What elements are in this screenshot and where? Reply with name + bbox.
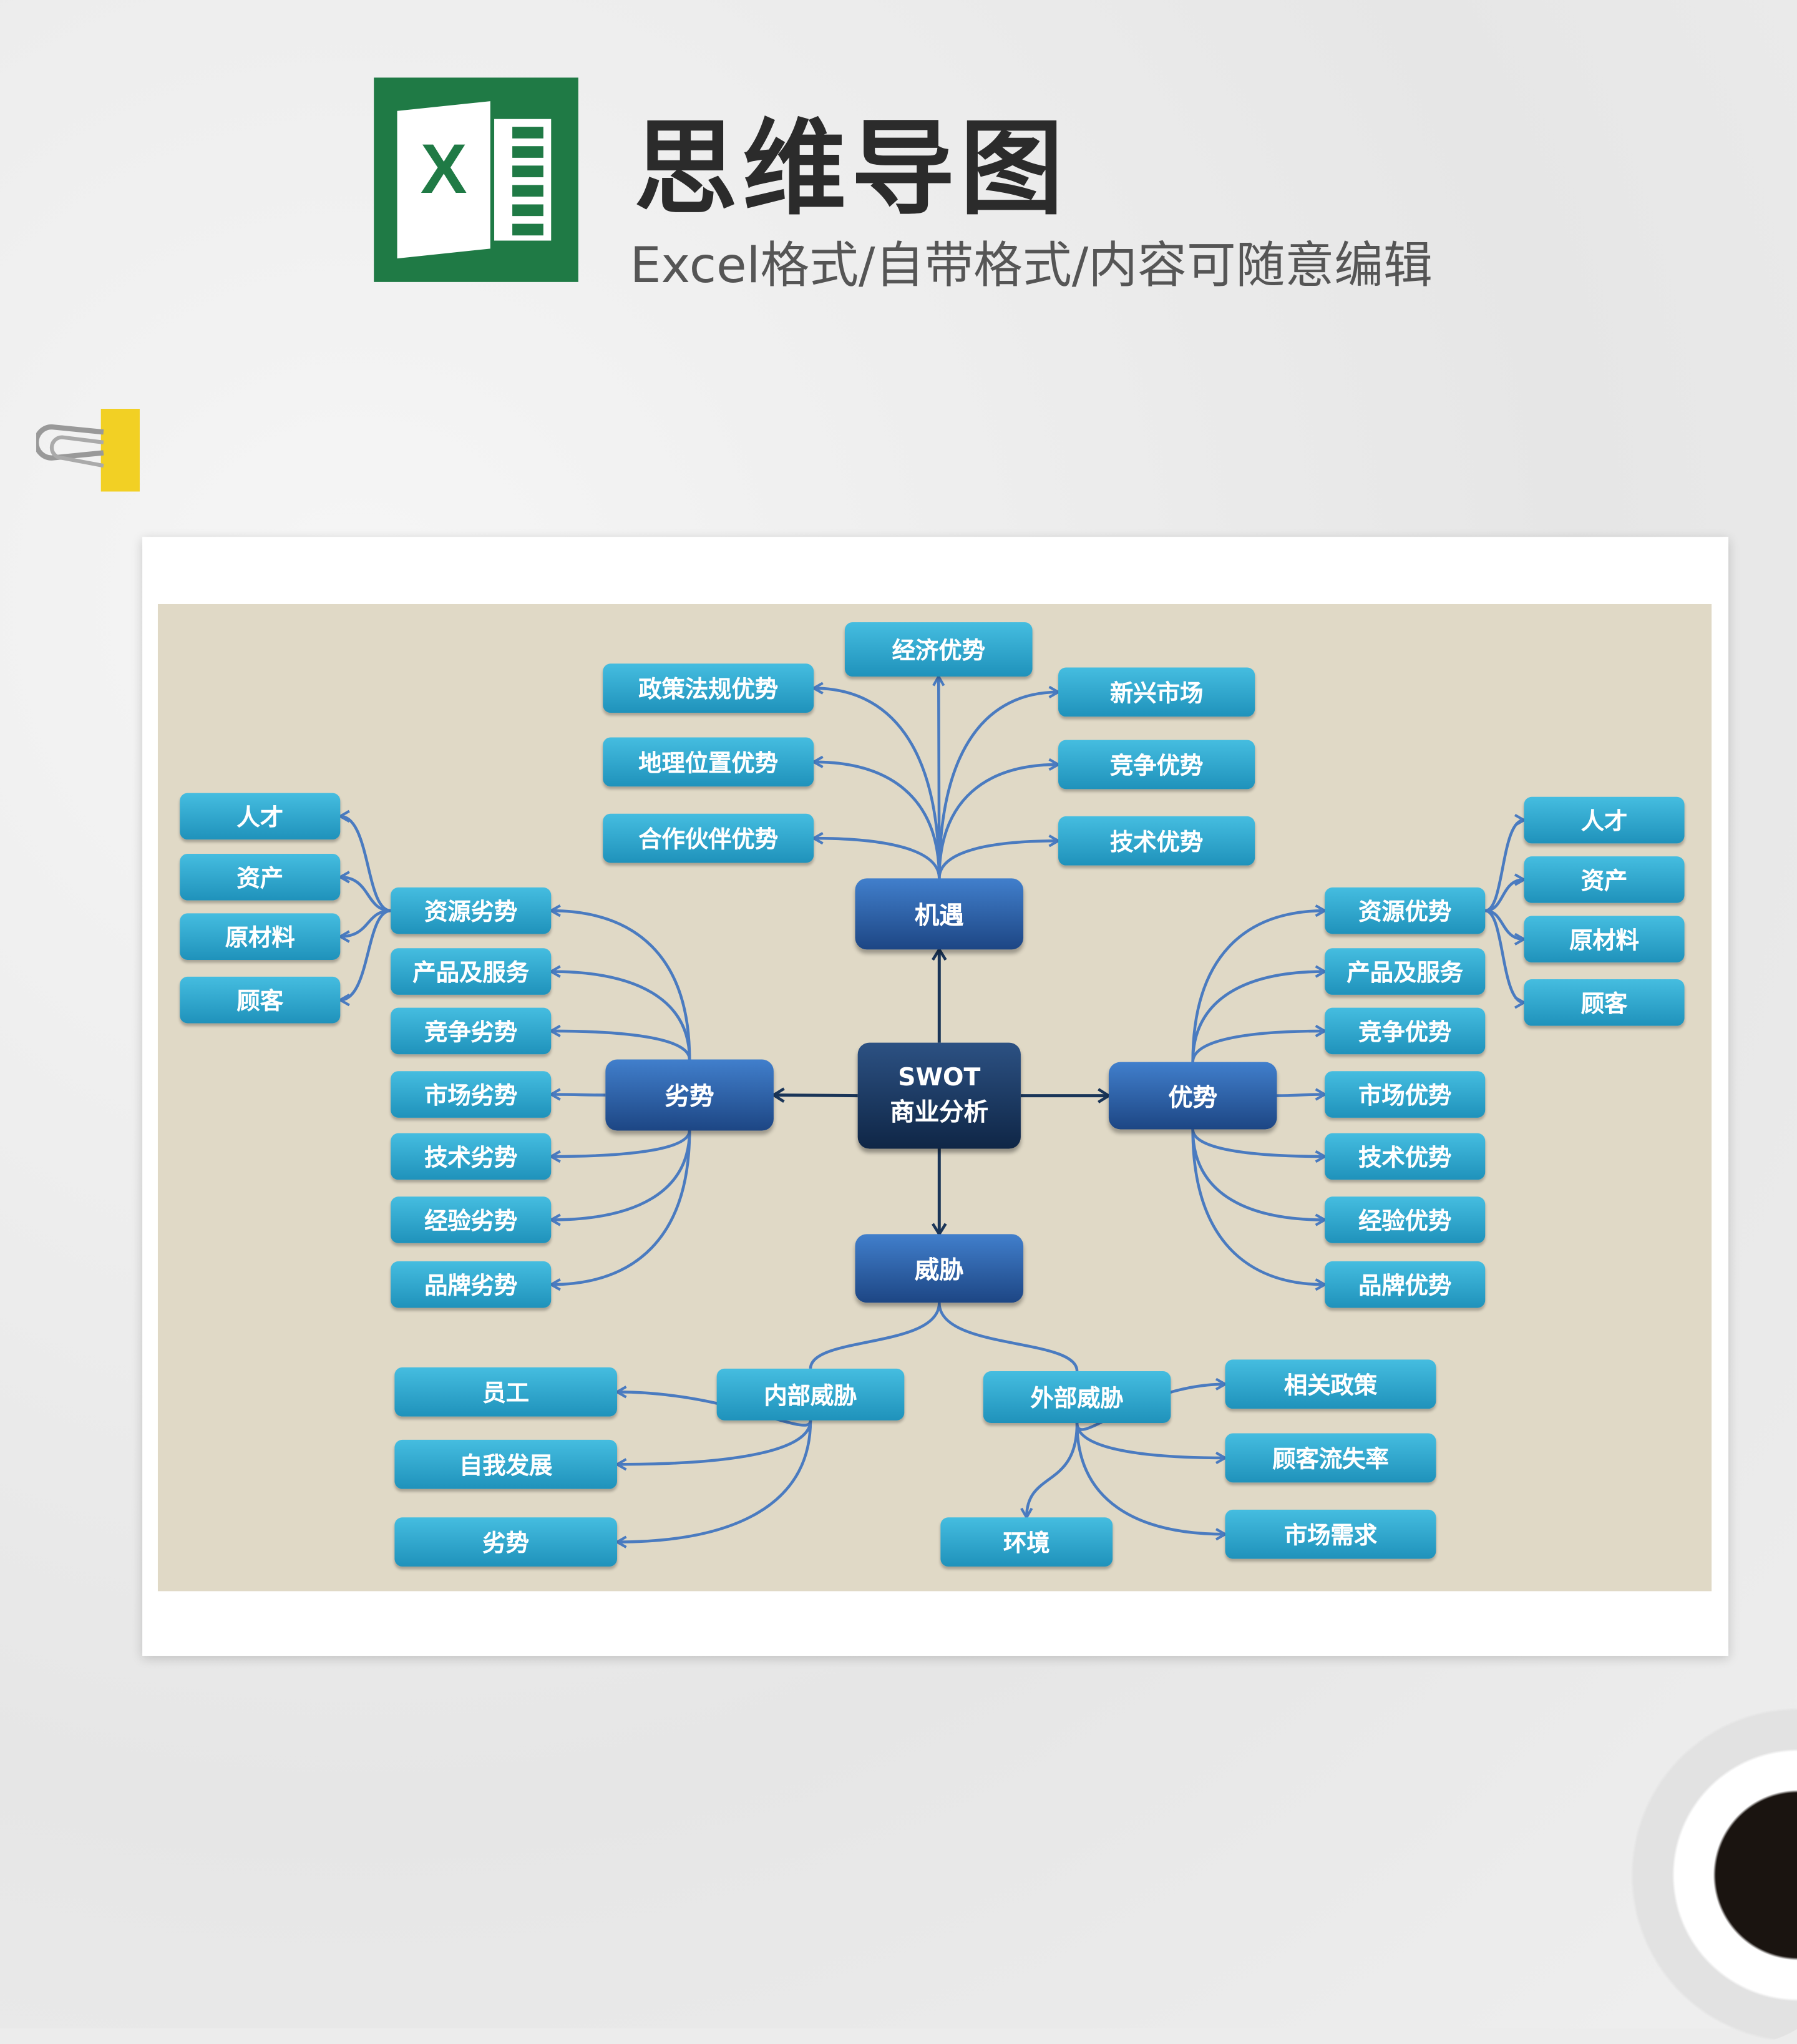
binder-clip-icon bbox=[36, 408, 140, 492]
mindmap-node-wr1[interactable]: 人才 bbox=[180, 793, 341, 840]
mindmap-node-sr1[interactable]: 人才 bbox=[1524, 796, 1685, 844]
mindmap-node-w[interactable]: 劣势 bbox=[605, 1059, 774, 1131]
mindmap-node-t23[interactable]: 顾客流失率 bbox=[1225, 1433, 1436, 1483]
mindmap-node-t22[interactable]: 相关政策 bbox=[1225, 1359, 1436, 1409]
mindmap-node-s2[interactable]: 产品及服务 bbox=[1325, 948, 1486, 995]
mindmap-node-t24[interactable]: 市场需求 bbox=[1225, 1509, 1436, 1559]
excel-logo-icon: X bbox=[374, 77, 578, 282]
mindmap-node-t21[interactable]: 环境 bbox=[940, 1517, 1113, 1567]
mindmap-node-t11[interactable]: 员工 bbox=[394, 1367, 618, 1417]
mindmap-node-s7[interactable]: 品牌优势 bbox=[1325, 1261, 1486, 1308]
mindmap-node-t1[interactable]: 内部威胁 bbox=[716, 1368, 905, 1421]
mindmap-node-w4[interactable]: 市场劣势 bbox=[391, 1071, 552, 1118]
mindmap-node-w6[interactable]: 经验劣势 bbox=[391, 1196, 552, 1243]
mindmap-node-t2[interactable]: 外部威胁 bbox=[983, 1371, 1171, 1423]
page-subtitle: Excel格式/自带格式/内容可随意编辑 bbox=[630, 237, 1433, 294]
page-title: 思维导图 bbox=[633, 109, 1069, 229]
mindmap-node-o2[interactable]: 政策法规优势 bbox=[603, 663, 814, 713]
mindmap-node-wr3[interactable]: 原材料 bbox=[180, 913, 341, 960]
mindmap-node-o5[interactable]: 新兴市场 bbox=[1058, 667, 1255, 717]
mindmap-node-s4[interactable]: 市场优势 bbox=[1325, 1071, 1486, 1118]
swot-center-node[interactable]: SWOT 商业分析 bbox=[857, 1042, 1021, 1149]
mindmap-node-o[interactable]: 机遇 bbox=[855, 878, 1024, 950]
coffee-cup-icon bbox=[1617, 1668, 1797, 2044]
mindmap-node-o3[interactable]: 地理位置优势 bbox=[603, 737, 814, 787]
mindmap-node-w2[interactable]: 产品及服务 bbox=[391, 948, 552, 995]
mindmap-node-o1[interactable]: 经济优势 bbox=[844, 622, 1033, 677]
mindmap-node-w3[interactable]: 竞争劣势 bbox=[391, 1007, 552, 1055]
mindmap-node-o4[interactable]: 合作伙伴优势 bbox=[603, 813, 814, 863]
mindmap-node-t[interactable]: 威胁 bbox=[855, 1234, 1024, 1303]
mindmap-node-t13[interactable]: 劣势 bbox=[394, 1517, 618, 1567]
mindmap-node-s5[interactable]: 技术优势 bbox=[1325, 1133, 1486, 1180]
mindmap-node-s1[interactable]: 资源优势 bbox=[1325, 887, 1486, 934]
mindmap-node-wr2[interactable]: 资产 bbox=[180, 853, 341, 901]
mindmap-node-o6[interactable]: 竞争优势 bbox=[1058, 740, 1255, 790]
mindmap-node-sr2[interactable]: 资产 bbox=[1524, 856, 1685, 903]
mindmap-node-s6[interactable]: 经验优势 bbox=[1325, 1196, 1486, 1243]
mindmap-node-w1[interactable]: 资源劣势 bbox=[391, 887, 552, 934]
center-line2: 商业分析 bbox=[890, 1098, 989, 1127]
mindmap-node-sr3[interactable]: 原材料 bbox=[1524, 916, 1685, 963]
mindmap-node-w5[interactable]: 技术劣势 bbox=[391, 1133, 552, 1180]
mindmap-node-s[interactable]: 优势 bbox=[1108, 1062, 1277, 1130]
mindmap-node-s3[interactable]: 竞争优势 bbox=[1325, 1007, 1486, 1055]
mindmap-node-sr4[interactable]: 顾客 bbox=[1524, 979, 1685, 1026]
mindmap-node-t12[interactable]: 自我发展 bbox=[394, 1439, 618, 1489]
mindmap-node-w7[interactable]: 品牌劣势 bbox=[391, 1261, 552, 1308]
mindmap-node-o7[interactable]: 技术优势 bbox=[1058, 816, 1255, 866]
mindmap-node-wr4[interactable]: 顾客 bbox=[180, 976, 341, 1024]
center-line1: SWOT bbox=[898, 1063, 981, 1092]
